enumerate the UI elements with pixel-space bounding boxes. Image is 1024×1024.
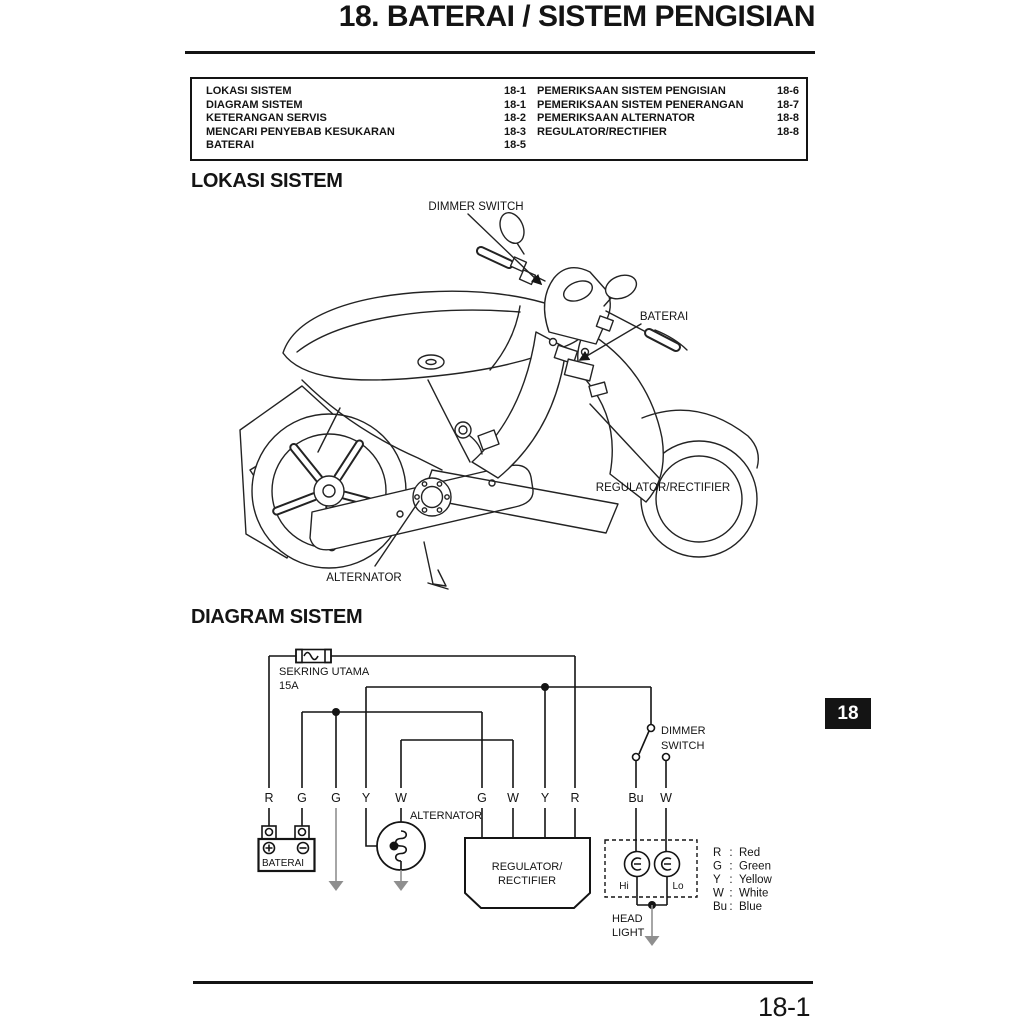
toc-page: 18-8 (776, 125, 799, 138)
ground-icon (328, 881, 660, 946)
toc-row: BATERAI 18-5 (206, 139, 526, 153)
legend-separator: : (729, 901, 732, 913)
header-rule (185, 51, 815, 54)
legend-abbr: W (713, 888, 724, 900)
figure-label-battery: BATERAI (640, 311, 688, 323)
legend-color-name: Blue (739, 901, 762, 913)
figure-label-alternator: ALTERNATOR (326, 572, 401, 584)
toc-column-right: PEMERIKSAAN SISTEM PENGISIAN 18-6 PEMERIK… (537, 85, 799, 139)
legend-separator: : (729, 861, 732, 873)
headlight-symbol (604, 839, 698, 936)
toc-row: PEMERIKSAAN SISTEM PENGISIAN 18-6 (537, 85, 799, 99)
main-fuse-symbol (295, 648, 332, 664)
section-heading-lokasi-sistem: LOKASI SISTEM (191, 170, 343, 192)
toc-page: 18-5 (503, 139, 526, 152)
wire-label-r1: R (264, 791, 273, 805)
page-number: 18-1 (757, 992, 811, 1022)
toc-label: LOKASI SISTEM (206, 85, 292, 97)
legend-separator: : (729, 888, 732, 900)
toc-box: LOKASI SISTEM 18-1 DIAGRAM SISTEM 18-1 KET… (190, 77, 808, 161)
legend-color-name: Yellow (739, 874, 773, 886)
diagram-battery-label: BATERAI (262, 858, 304, 869)
fuse-name-label: SEKRING UTAMA (279, 666, 370, 678)
wire-label-g1: G (297, 791, 307, 805)
wire-label-bu: Bu (628, 791, 643, 805)
toc-row: MENCARI PENYEBAB KESUKARAN 18-3 (206, 126, 526, 140)
toc-label: DIAGRAM SISTEM (206, 98, 303, 111)
headlight-label-line2: LIGHT (612, 927, 645, 939)
scooter-line-art (239, 212, 760, 590)
battery-symbol (257, 825, 316, 873)
legend-color-name: Green (739, 861, 771, 873)
toc-label: KETERANGAN SERVIS (206, 112, 327, 125)
toc-row: KETERANGAN SERVIS 18-2 (206, 112, 526, 126)
chapter-tab: 18 (825, 698, 871, 729)
toc-label: PEMERIKSAAN SISTEM PENGISIAN (537, 85, 726, 97)
wire-label-y1: Y (362, 791, 371, 805)
wire-label-w2: W (507, 791, 519, 805)
wire-color-labels: R G G Y W G W Y R Bu W (264, 791, 672, 805)
headlight-hi-label: Hi (619, 881, 628, 892)
toc-page: 18-1 (503, 85, 526, 97)
section-heading-diagram-sistem: DIAGRAM SISTEM (191, 606, 363, 628)
toc-label: PEMERIKSAAN SISTEM PENERANGAN (537, 98, 744, 111)
regulator-rectifier-symbol (464, 837, 591, 909)
legend-color-name: White (739, 888, 768, 900)
wiring-vertical-wires (268, 656, 667, 881)
scooter-location-figure: DIMMER SWITCH BATERAI REGULATOR/RECTIFIE… (239, 201, 760, 590)
toc-label: BATERAI (206, 139, 255, 152)
headlight-lo-label: Lo (672, 881, 684, 892)
wire-label-w1: W (395, 791, 407, 805)
figure-leader-lines (374, 213, 660, 567)
wire-label-y2: Y (541, 791, 550, 805)
toc-page: 18-6 (776, 85, 799, 97)
footer-rule (193, 981, 813, 984)
toc-row: LOKASI SISTEM 18-1 (206, 85, 526, 99)
wire-label-g3: G (477, 791, 487, 805)
figure-label-regulator-rectifier: REGULATOR/RECTIFIER (596, 482, 730, 494)
dimmer-switch-symbol (631, 723, 671, 762)
diagram-alternator-label: ALTERNATOR (410, 810, 482, 822)
diagram-dimmer-label-line1: DIMMER (661, 725, 706, 737)
headlight-label-line1: HEAD (612, 913, 643, 925)
wiring-diagram: SEKRING UTAMA 15A R G G Y W G W Y R Bu W… (257, 648, 773, 946)
figure-label-dimmer-switch: DIMMER SWITCH (428, 201, 523, 213)
battery-positive-icon (262, 841, 276, 855)
wire-color-legend: R : Red G : Green Y : Yellow W : White B… (713, 847, 773, 913)
toc-page: 18-1 (503, 98, 526, 111)
alternator-symbol (376, 821, 426, 881)
legend-separator: : (729, 847, 732, 859)
toc-label: PEMERIKSAAN ALTERNATOR (537, 112, 695, 125)
toc-page: 18-8 (776, 112, 799, 125)
battery-negative-icon (296, 841, 310, 855)
toc-row: REGULATOR/RECTIFIER 18-8 (537, 126, 799, 140)
legend-color-name: Red (739, 847, 760, 859)
diagram-regulator-label-line2: RECTIFIER (498, 875, 556, 887)
toc-label: REGULATOR/RECTIFIER (537, 125, 667, 138)
toc-page: 18-2 (503, 112, 526, 125)
wire-label-r2: R (570, 791, 579, 805)
diagram-regulator-label-line1: REGULATOR/ (492, 861, 563, 873)
legend-abbr: Y (713, 874, 721, 886)
legend-separator: : (729, 874, 732, 886)
page-title: 18. BATERAI / SISTEM PENGISIAN (338, 0, 816, 33)
wire-label-g2: G (331, 791, 341, 805)
legend-abbr: Bu (713, 901, 727, 913)
diagram-dimmer-label-line2: SWITCH (661, 740, 704, 752)
fuse-rating-label: 15A (279, 680, 299, 692)
toc-page: 18-7 (776, 98, 799, 111)
wire-label-w3: W (660, 791, 672, 805)
toc-row: PEMERIKSAAN SISTEM PENERANGAN 18-7 (537, 99, 799, 113)
legend-abbr: G (713, 861, 722, 873)
legend-abbr: R (713, 847, 721, 859)
toc-page: 18-3 (503, 125, 526, 138)
toc-label: MENCARI PENYEBAB KESUKARAN (206, 125, 395, 138)
toc-row: PEMERIKSAAN ALTERNATOR 18-8 (537, 112, 799, 126)
toc-row: DIAGRAM SISTEM 18-1 (206, 99, 526, 113)
toc-column-left: LOKASI SISTEM 18-1 DIAGRAM SISTEM 18-1 KET… (206, 85, 526, 153)
